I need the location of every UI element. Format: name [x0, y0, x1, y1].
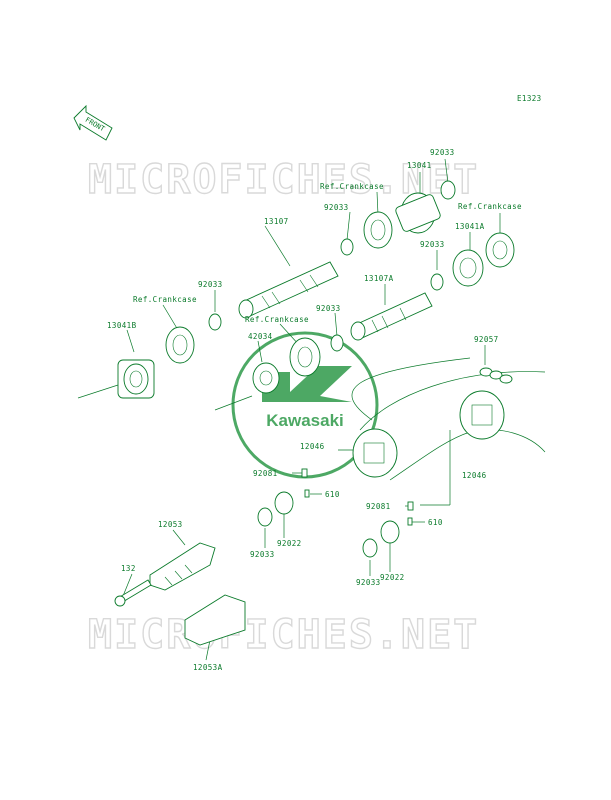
- washer-92033-g: [362, 538, 378, 558]
- needle-bearing-13041: [395, 192, 441, 234]
- label-ref-crankcase-a: Ref.Crankcase: [320, 182, 384, 191]
- label-92033-c: 92033: [198, 280, 223, 289]
- kawasaki-logo-text: Kawasaki: [266, 411, 344, 430]
- bearing-13041B: [117, 359, 155, 399]
- label-12053A: 12053A: [193, 663, 223, 672]
- washer-92022-b: [380, 520, 400, 544]
- key-610-b: [407, 517, 413, 526]
- bearing-ref-crankcase-d: [289, 337, 321, 377]
- chain-guide-12053A: [184, 594, 246, 646]
- washer-92033-e: [330, 334, 344, 352]
- bolt-132: [114, 579, 152, 607]
- label-610-a: 610: [325, 490, 340, 499]
- label-92022-b: 92022: [380, 573, 405, 582]
- label-13107A: 13107A: [364, 274, 394, 283]
- leader-lines: [77, 158, 501, 661]
- sprocket-12046-left: [352, 428, 398, 478]
- shaft-13107A: [350, 292, 433, 341]
- label-92022-a: 92022: [277, 539, 302, 548]
- washer-92033-c: [208, 313, 222, 331]
- label-92033-b: 92033: [324, 203, 349, 212]
- washer-92033-d: [430, 273, 444, 291]
- label-ref-crankcase-b: Ref.Crankcase: [133, 295, 197, 304]
- diagram-code: E1323: [517, 94, 542, 103]
- sprocket-42034: [252, 362, 280, 394]
- label-42034: 42034: [248, 332, 273, 341]
- label-92033-d: 92033: [420, 240, 445, 249]
- part-labels: 92033 13041 Ref.Crankcase 92033 Ref.Cran…: [107, 148, 522, 672]
- sprocket-12046-right: [459, 390, 505, 440]
- label-12046-b: 12046: [462, 471, 487, 480]
- label-92057: 92057: [474, 335, 499, 344]
- label-92033-e: 92033: [316, 304, 341, 313]
- bearing-ref-crankcase-b: [165, 326, 195, 364]
- chain-guide-12053: [149, 542, 216, 591]
- label-92081-a: 92081: [253, 469, 278, 478]
- front-arrow-icon: FRONT: [73, 104, 113, 141]
- washer-92033-top: [440, 180, 456, 200]
- washer-92033-f: [257, 507, 273, 527]
- label-ref-crankcase-d: Ref.Crankcase: [245, 315, 309, 324]
- label-92081-b: 92081: [366, 502, 391, 511]
- label-610-b: 610: [428, 518, 443, 527]
- bearing-ref-crankcase-a: [363, 211, 393, 249]
- label-92033-g: 92033: [356, 578, 381, 587]
- bearing-ref-crankcase-c: [485, 232, 515, 268]
- label-12053: 12053: [158, 520, 183, 529]
- pin-92081-b: [407, 501, 414, 511]
- label-13107: 13107: [264, 217, 289, 226]
- label-92033-a: 92033: [430, 148, 455, 157]
- chain-link-92057: [479, 367, 513, 384]
- watermark-bottom: MICROFICHES.NET: [88, 612, 479, 658]
- label-ref-crankcase-c: Ref.Crankcase: [458, 202, 522, 211]
- label-13041A: 13041A: [455, 222, 485, 231]
- pin-92081-a: [301, 468, 308, 478]
- washer-92033-b: [340, 238, 354, 256]
- key-610-a: [304, 489, 310, 498]
- washer-92022-a: [274, 491, 294, 515]
- label-92033-f: 92033: [250, 550, 275, 559]
- needle-bearing-13041A: [452, 249, 484, 287]
- label-13041: 13041: [407, 161, 432, 170]
- label-132: 132: [121, 564, 136, 573]
- shaft-13107: [238, 261, 339, 319]
- label-13041B: 13041B: [107, 321, 137, 330]
- label-12046-a: 12046: [300, 442, 325, 451]
